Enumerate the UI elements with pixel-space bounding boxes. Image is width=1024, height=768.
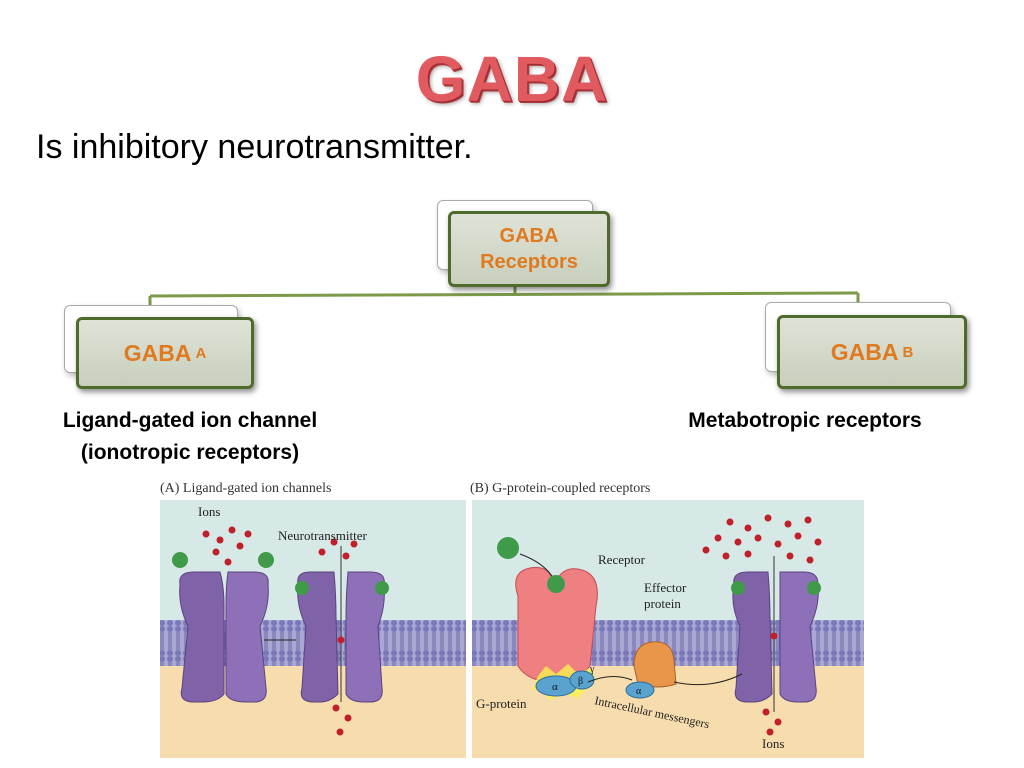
open-channel-right [345,571,385,703]
gaba-a-label: GABA [123,339,192,366]
ligand-channel-2 [807,581,821,595]
ligand-a1 [172,552,188,568]
panel-b: α β γ α Receptor Effector protein G-prot… [472,500,864,758]
ion-in-channel-b [770,632,778,640]
panel-a-title: (A) Ligand-gated ion channels [160,481,331,496]
ions-cluster-b [702,514,822,736]
gaba-b-caption: Metabotropic receptors [688,409,922,432]
slide-title: GABA [415,43,609,115]
label-effector-alpha: α [636,686,642,697]
panel-a: Ions Neurotransmitter [160,500,466,758]
label-receptor: Receptor [598,552,646,567]
gaba-a-caption: Ligand-gated ion channel (ionotropic rec… [30,405,350,469]
gaba-a-caption-line2: (ionotropic receptors) [80,441,300,464]
closed-channel [179,571,225,703]
receptor-illustration: (A) Ligand-gated ion channels (B) G-prot… [160,481,864,758]
label-beta: β [578,676,583,687]
effector-protein [633,641,677,688]
gaba-a-sub: A [195,344,207,362]
slide-subtitle: Is inhibitory neurotransmitter. [36,128,473,166]
open-channel-left [297,571,339,703]
arrow-ligand [519,553,553,577]
ligand-bound-b [547,575,565,593]
label-ions-bottom: Ions [762,736,784,751]
closed-channel-right [225,571,269,703]
gaba-receptors-box: GABA Receptors [448,211,610,287]
ligand-bound-1 [295,581,309,595]
ligand-channel-1 [731,581,745,595]
connector-horizontal [149,291,859,298]
label-ions-top: Ions [198,504,220,519]
gaba-b-label: GABA [830,338,899,365]
label-effector-line1: Effector [644,580,687,595]
arrow-to-effector [587,676,633,683]
gaba-a-caption-line1: Ligand-gated ion channel [62,409,318,432]
effector-alpha [625,681,655,699]
ion-in-channel [337,636,345,644]
ions-cluster-a [202,526,358,736]
ligand-free [497,537,519,559]
label-g-protein: G-protein [476,696,527,711]
panel-b-title: (B) G-protein-coupled receptors [470,481,650,496]
label-neurotransmitter: Neurotransmitter [278,528,367,543]
root-line1: GABA [499,225,559,247]
label-effector-line2: protein [644,596,681,611]
gpcr-channel-right [779,571,819,703]
arrow-to-channel [673,673,743,686]
gaba-b-sub: B [902,343,914,361]
ligand-a2 [258,552,274,568]
label-gamma: γ [589,664,595,675]
label-alpha: α [552,681,558,693]
root-line2: Receptors [480,251,578,273]
ligand-bound-2 [375,581,389,595]
gpcr-channel-left [732,571,773,703]
